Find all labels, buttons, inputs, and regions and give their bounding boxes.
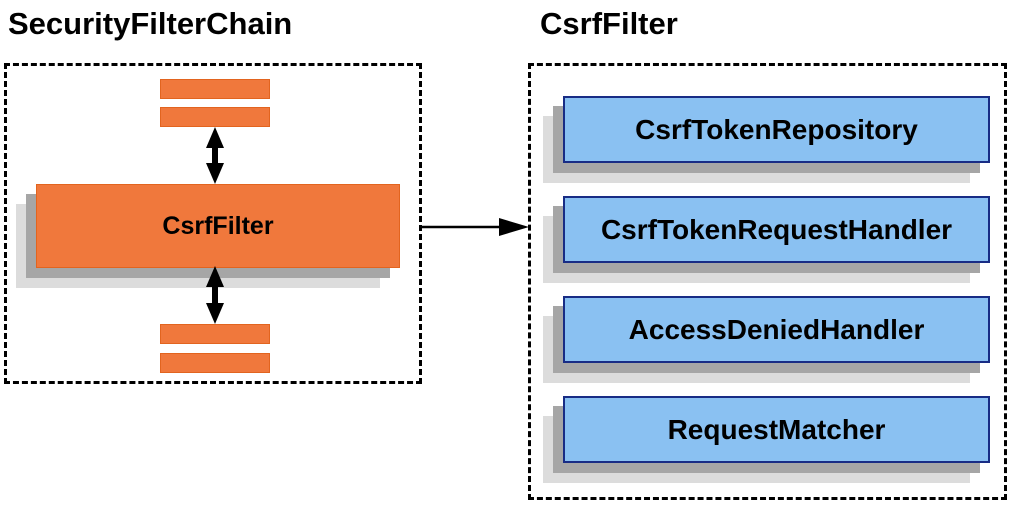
component-label: RequestMatcher <box>667 413 886 445</box>
component-label: CsrfTokenRequestHandler <box>600 213 953 245</box>
component-row: CsrfTokenRequestHandler <box>543 196 990 283</box>
csrf-filter-box-wrap: CsrfFilter <box>16 184 400 288</box>
component-label: AccessDeniedHandler <box>628 313 925 345</box>
filter-bar <box>160 107 270 127</box>
component-row: RequestMatcher <box>543 396 990 483</box>
component-box: RequestMatcher <box>563 396 990 463</box>
component-label: CsrfTokenRepository <box>635 113 918 145</box>
security-filter-chain-container: CsrfFilter <box>4 63 422 384</box>
csrf-filter-title: CsrfFilter <box>540 6 678 41</box>
security-filter-chain-title: SecurityFilterChain <box>8 6 293 41</box>
component-box: CsrfTokenRequestHandler <box>563 196 990 263</box>
csrf-filter-box: CsrfFilter <box>36 184 400 268</box>
component-row: CsrfTokenRepository <box>543 96 990 183</box>
filter-bar <box>160 353 270 373</box>
component-box: AccessDeniedHandler <box>563 296 990 363</box>
component-row: AccessDeniedHandler <box>543 296 990 383</box>
filter-bar <box>160 79 270 99</box>
component-box: CsrfTokenRepository <box>563 96 990 163</box>
csrf-filter-box-label: CsrfFilter <box>162 211 274 240</box>
connector-arrow <box>422 218 529 236</box>
filter-bar <box>160 324 270 344</box>
